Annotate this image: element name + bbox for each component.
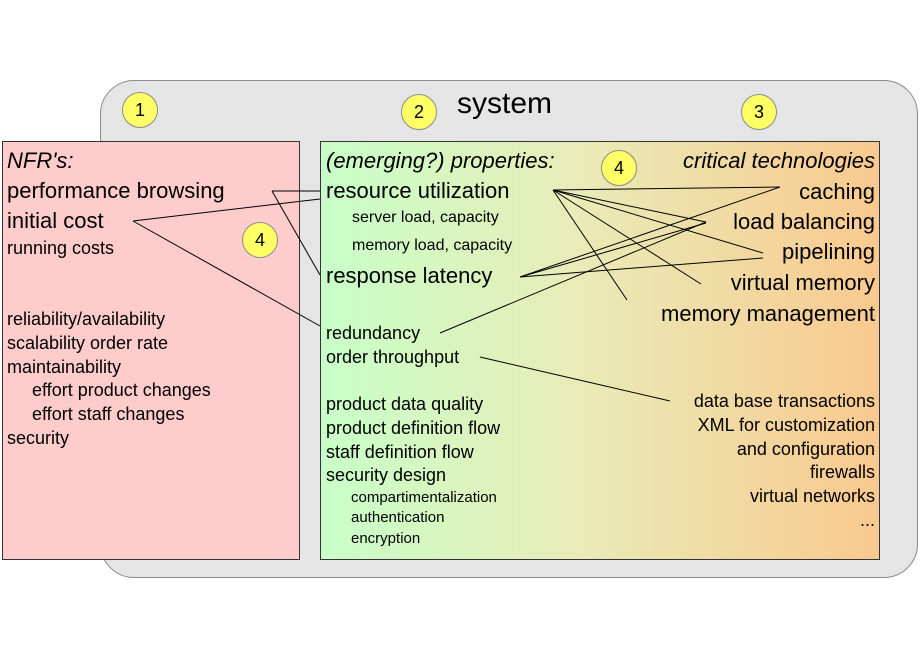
link-redundancy-loadbalancing (439, 221, 707, 334)
prop-resource-utilization: resource utilization (326, 178, 510, 203)
nfr-scalability: scalability order rate (7, 333, 169, 353)
nfr-performance-browsing: performance browsing (7, 178, 225, 203)
nfr-initial-cost: initial cost (7, 208, 104, 233)
link-latency-pipelining (519, 257, 764, 278)
prop-staff-definition-flow: staff definition flow (326, 442, 474, 462)
prop-product-data-quality: product data quality (326, 394, 484, 414)
tech-xml-customization: XML for customization (697, 415, 875, 435)
link-latency-caching (519, 186, 781, 278)
link-resource-virtualmemory (552, 189, 702, 285)
tech-and-configuration: and configuration (736, 439, 875, 459)
tech-caching: caching (799, 179, 875, 204)
link-perf-latency (271, 190, 321, 276)
link-latency-loadbalancing (519, 222, 707, 278)
prop-server-load: server load, capacity (352, 209, 499, 226)
tech-data-base-transactions: data base transactions (693, 391, 875, 411)
nfr-effort-staff-changes: effort staff changes (32, 404, 185, 424)
link-resource-pipelining (552, 189, 764, 254)
link-cost-resource (132, 198, 321, 222)
prop-product-definition-flow: product definition flow (326, 418, 501, 438)
technologies-heading: critical technologies (683, 148, 875, 173)
prop-compartimentalization: compartimentalization (351, 489, 497, 506)
nfr-heading: NFR's: (7, 148, 74, 173)
nfr-effort-product-changes: effort product changes (32, 380, 211, 400)
link-resource-memorymgmt (552, 189, 628, 301)
nfr-running-costs: running costs (7, 238, 115, 258)
prop-authentication: authentication (351, 509, 445, 526)
properties-heading: (emerging?) properties: (326, 148, 555, 173)
tech-pipelining: pipelining (782, 239, 875, 264)
tech-virtual-memory: virtual memory (730, 270, 875, 295)
tech-load-balancing: load balancing (733, 209, 875, 234)
prop-response-latency: response latency (326, 263, 493, 288)
link-resource-loadbalancing (552, 189, 707, 223)
nfr-maintainability: maintainability (7, 357, 122, 377)
nfr-security: security (7, 428, 70, 448)
nfr-reliability: reliability/availability (7, 309, 166, 329)
marker-4-nfr: 4 (242, 222, 278, 258)
nfr-panel (2, 141, 300, 560)
prop-redundancy: redundancy (326, 323, 421, 343)
link-cost-redundancy (132, 220, 321, 327)
link-throughput-dbtransactions (479, 356, 671, 402)
system-title: system (457, 87, 553, 120)
marker-2: 2 (401, 94, 437, 130)
prop-encryption: encryption (351, 530, 421, 547)
prop-security-design: security design (326, 465, 447, 485)
properties-panel (320, 141, 880, 560)
prop-order-throughput: order throughput (326, 347, 460, 367)
marker-1: 1 (122, 92, 158, 128)
tech-ellipsis: ... (859, 510, 875, 530)
tech-virtual-networks: virtual networks (749, 486, 875, 506)
tech-memory-management: memory management (661, 301, 875, 326)
marker-3: 3 (741, 94, 777, 130)
marker-4-properties: 4 (601, 150, 637, 186)
tech-firewalls: firewalls (809, 462, 875, 482)
link-resource-caching (552, 186, 781, 191)
prop-memory-load: memory load, capacity (352, 237, 513, 254)
